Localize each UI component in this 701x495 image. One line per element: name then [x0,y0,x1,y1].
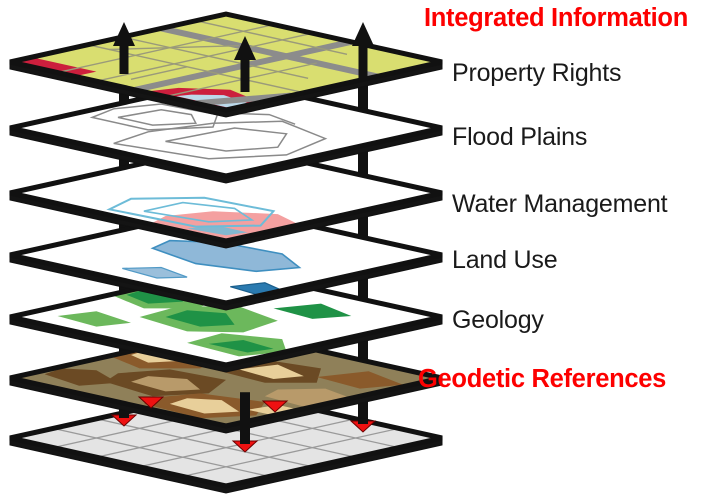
diagram-title: Integrated Information [424,4,688,32]
layer-outline-property-rights [9,11,443,113]
layer-label-property-rights: Property Rights [452,59,622,87]
post-post-center-ground-stub [240,392,250,444]
arrow-arrow-center [234,36,256,92]
upward-arrows [113,22,374,92]
survey-markers [110,392,377,453]
layer-label-flood-plains: Flood Plains [452,123,588,151]
layer-label-water-management: Water Management [452,190,668,218]
layer-label-geodetic-references: Geodetic References [418,365,666,393]
arrow-arrow-right [352,22,374,80]
arrow-arrow-left [113,22,135,74]
layer-label-land-use: Land Use [452,246,558,274]
survey-marker-marker-mid [261,400,289,413]
post-post-left-ground-stub [119,410,129,418]
layer-land-use [9,204,443,311]
survey-marker-marker-far [137,396,165,409]
post-post-right-ground-stub [358,418,368,424]
layer-property-rights [9,11,443,118]
layer-planes [9,11,443,494]
layer-label-geology: Geology [452,306,544,334]
arrow-head-icon [352,22,374,46]
layer-geodetic-grid [9,387,443,494]
arrow-head-icon [113,22,135,46]
layer-content-property-rights [10,14,442,110]
arrow-head-icon [234,36,256,60]
